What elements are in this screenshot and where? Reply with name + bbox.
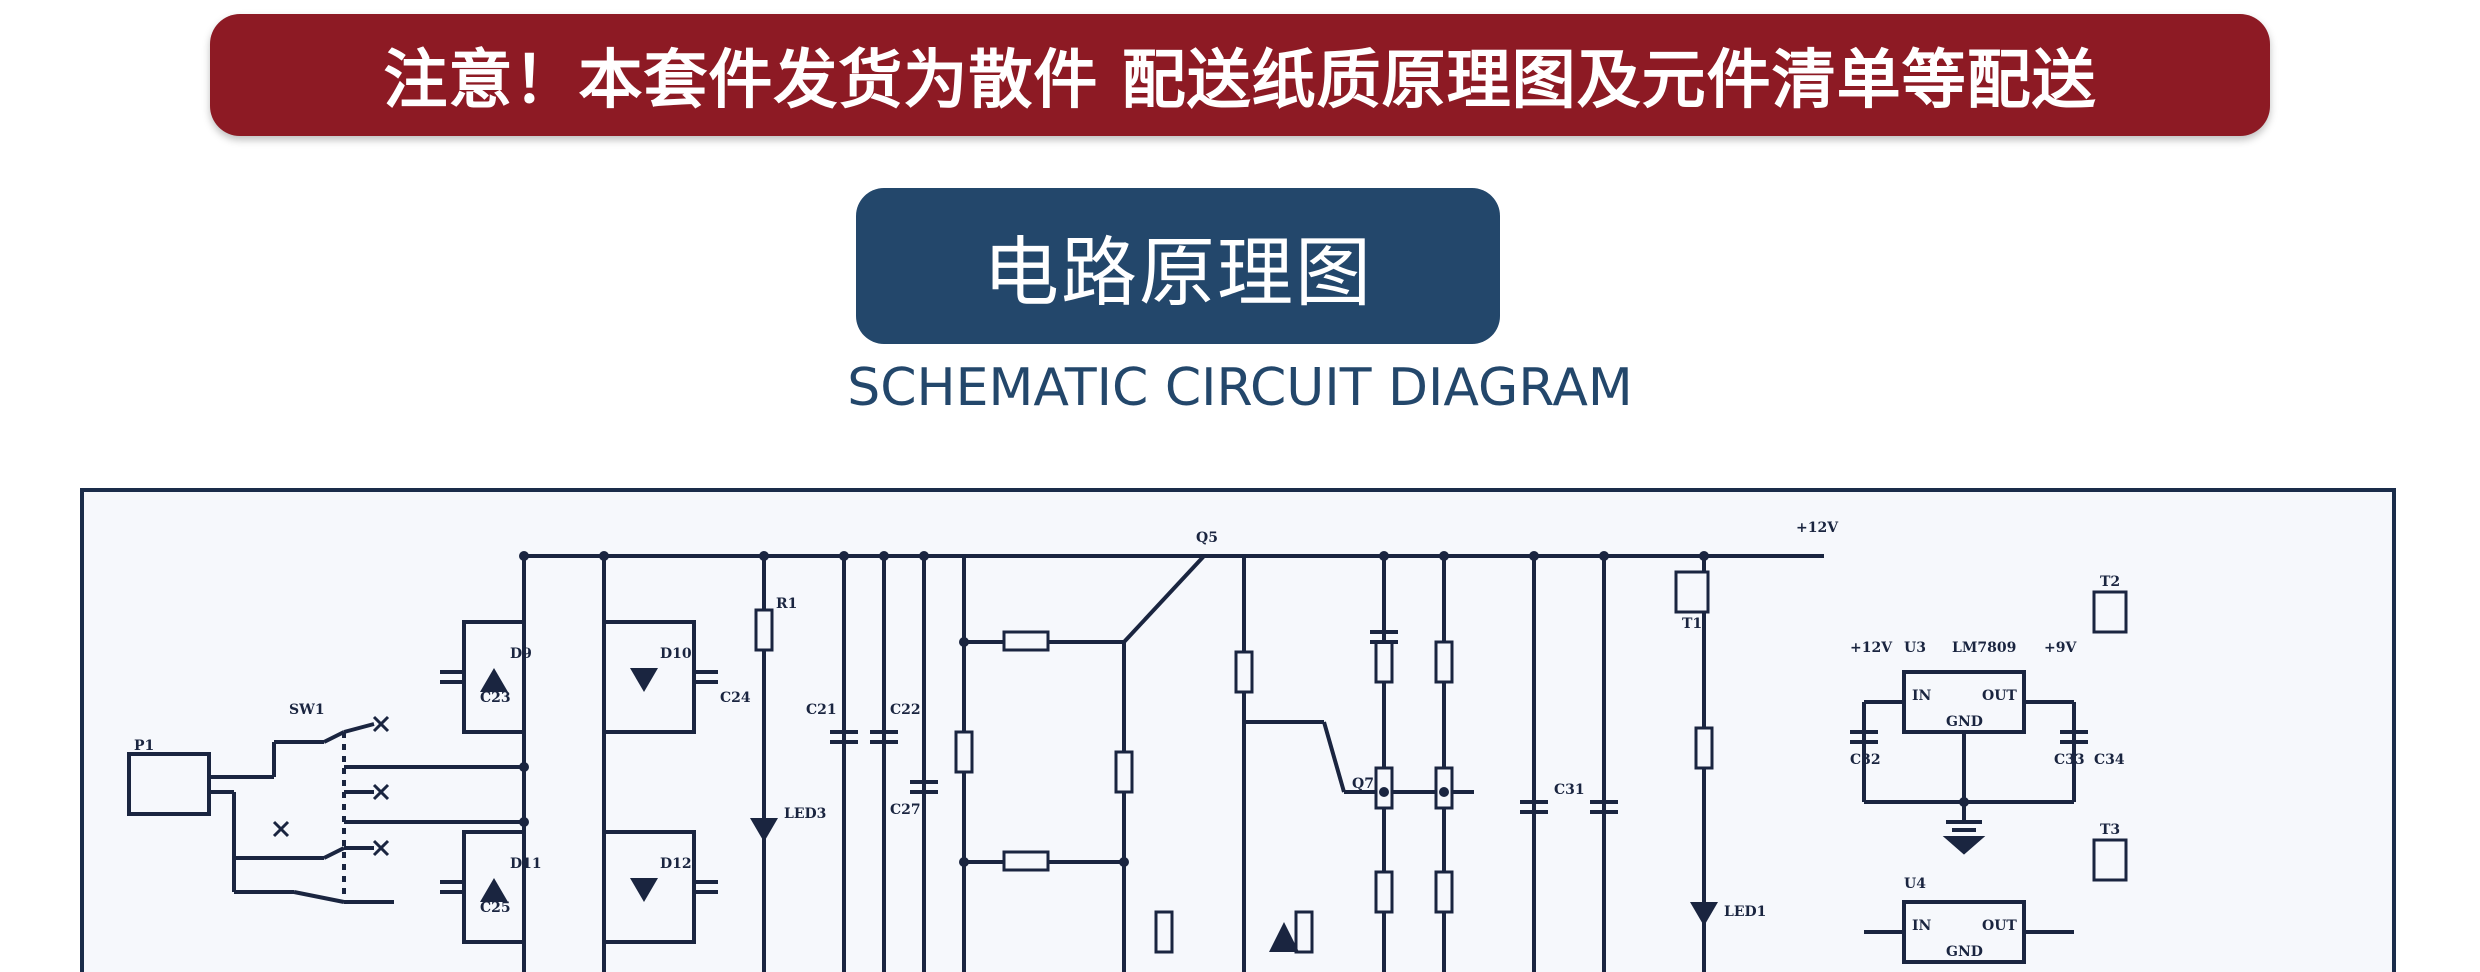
- notice-banner: 注意！本套件发货为散件 配送纸质原理图及元件清单等配送: [210, 14, 2270, 136]
- label-c31: C31: [1554, 782, 1585, 798]
- schematic-svg: P1 SW1 D9 D10 D11 D12 C23 C24 C25 R1 LED…: [127, 520, 2128, 972]
- capacitors: [440, 630, 2088, 894]
- label-c24: C24: [720, 690, 751, 706]
- label-vplus9: +9V: [2044, 640, 2077, 656]
- ground-symbol: [1942, 802, 1986, 855]
- component-labels: P1 SW1 D9 D10 D11 D12 C23 C24 C25 R1 LED…: [134, 520, 2125, 960]
- label-out2: OUT: [1982, 918, 2017, 934]
- notice-text: 注意！本套件发货为散件 配送纸质原理图及元件清单等配送: [383, 44, 2097, 118]
- label-c21: C21: [806, 702, 837, 718]
- label-r1: R1: [776, 596, 797, 612]
- label-gnd2: GND: [1946, 944, 1983, 960]
- label-led1: LED1: [1724, 904, 1766, 920]
- resistors: [754, 608, 1714, 954]
- label-in1: IN: [1912, 688, 1932, 704]
- label-q7: Q7: [1352, 776, 1374, 792]
- diodes: [480, 668, 1718, 952]
- schematic-diagram: P1 SW1 D9 D10 D11 D12 C23 C24 C25 R1 LED…: [80, 488, 2396, 972]
- label-vplus12b: +12V: [1850, 640, 1893, 656]
- label-c32: C32: [1850, 752, 1881, 768]
- label-gnd1: GND: [1946, 714, 1983, 730]
- junctions: [519, 551, 1969, 867]
- label-c34: C34: [2094, 752, 2125, 768]
- label-d9: D9: [510, 646, 532, 662]
- label-c23: C23: [480, 690, 511, 706]
- label-u4: U4: [1904, 876, 1926, 892]
- label-p1: P1: [134, 738, 154, 754]
- label-u3: U3: [1904, 640, 1926, 656]
- label-lm7809: LM7809: [1952, 640, 2016, 656]
- label-c22: C22: [890, 702, 921, 718]
- label-c33: C33: [2054, 752, 2085, 768]
- label-q5: Q5: [1196, 530, 1218, 546]
- label-t1: T1: [1682, 616, 1702, 632]
- switch-sw1: [272, 715, 390, 857]
- label-d10: D10: [660, 646, 692, 662]
- label-d12: D12: [660, 856, 692, 872]
- label-t3: T3: [2100, 822, 2120, 838]
- section-title-badge: 电路原理图: [856, 188, 1500, 344]
- label-in2: IN: [1912, 918, 1932, 934]
- connector-p1: [127, 752, 211, 816]
- label-t2: T2: [2100, 574, 2120, 590]
- misc-parts: [1674, 570, 2128, 882]
- label-out1: OUT: [1982, 688, 2017, 704]
- label-led3: LED3: [784, 806, 826, 822]
- section-subtitle: SCHEMATIC CIRCUIT DIAGRAM: [847, 358, 1633, 418]
- label-c27: C27: [890, 802, 921, 818]
- label-d11: D11: [510, 856, 542, 872]
- section-title: 电路原理图: [983, 228, 1373, 317]
- label-sw1: SW1: [289, 702, 325, 718]
- label-c25: C25: [480, 900, 511, 916]
- label-vplus12: +12V: [1796, 520, 1839, 536]
